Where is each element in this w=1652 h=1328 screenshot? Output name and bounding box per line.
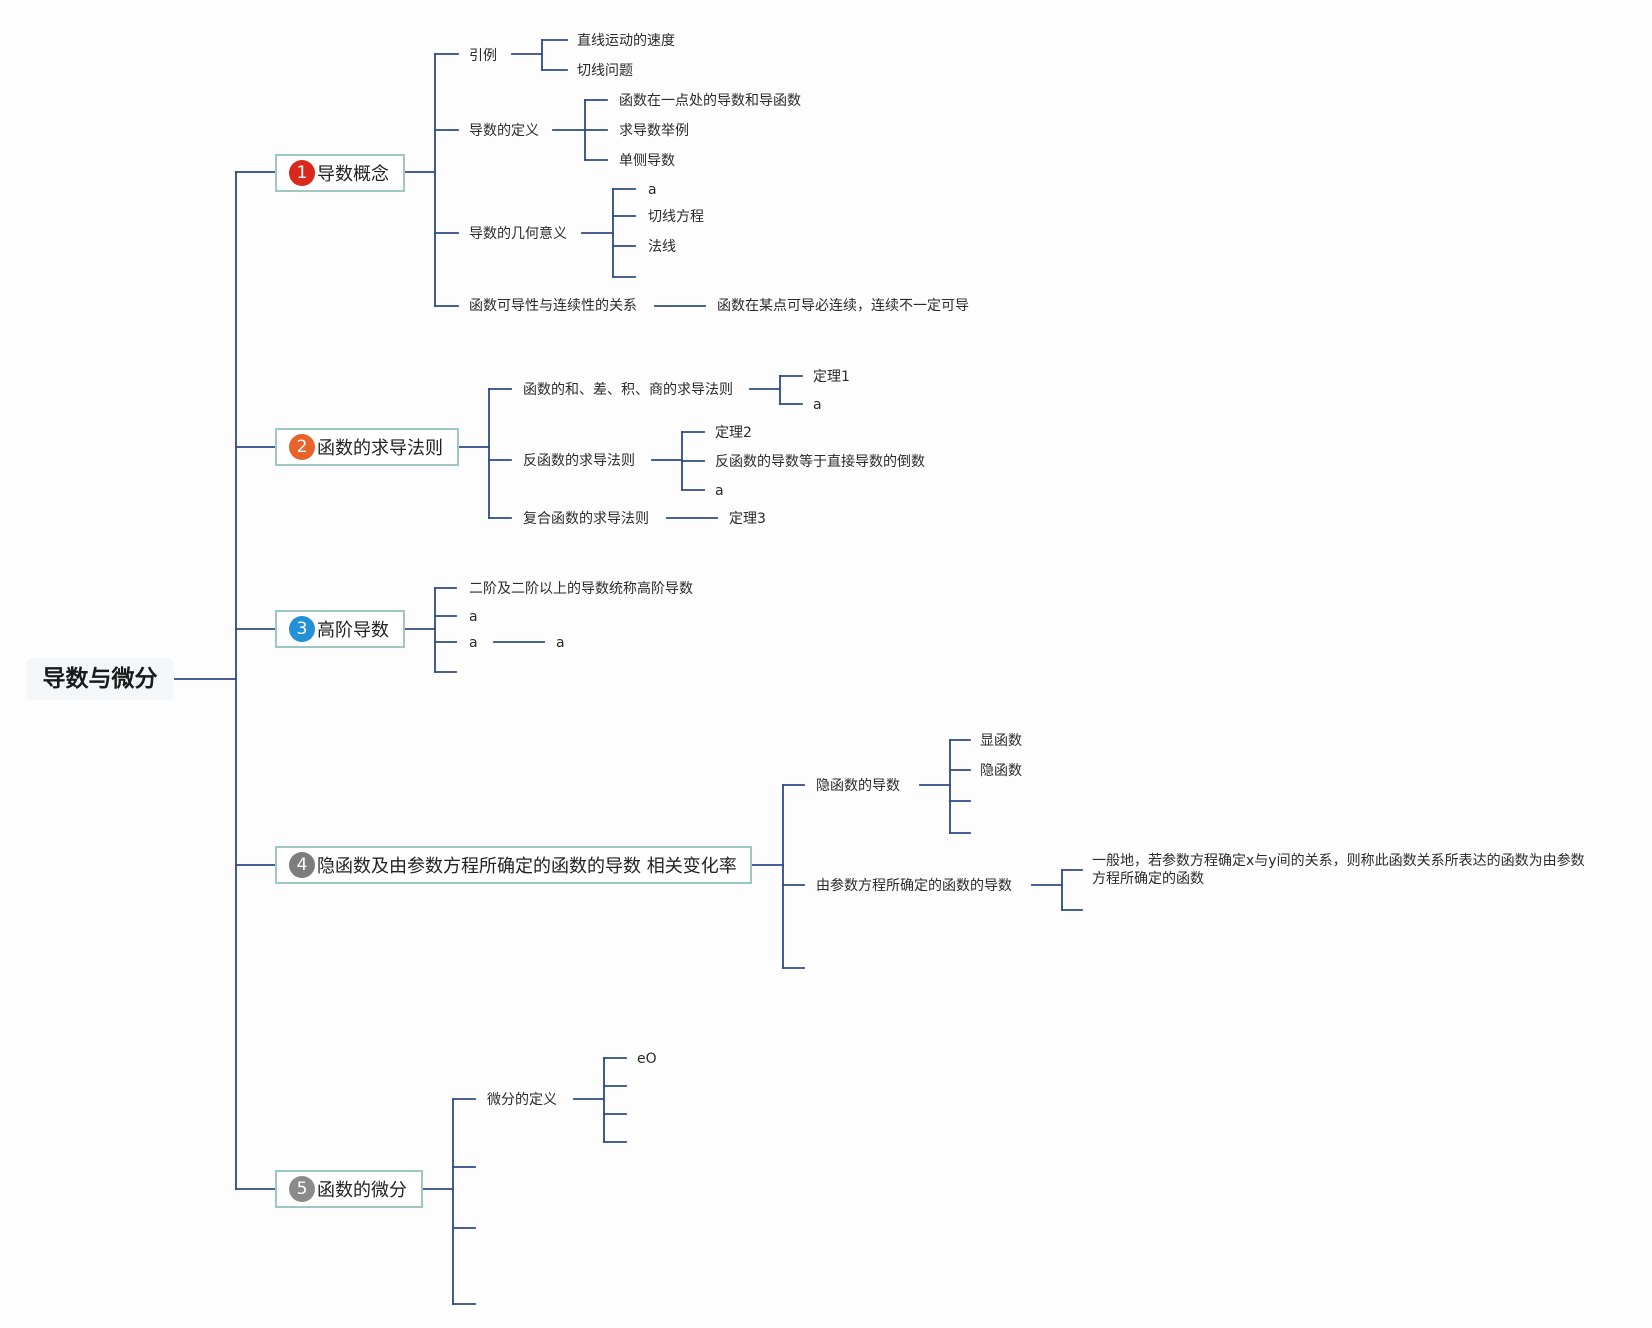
topic-1-2[interactable]: 导数的定义 [469, 123, 539, 139]
topic-1-3[interactable]: 导数的几何意义 [469, 226, 567, 242]
branch-1-node[interactable]: 1 导数概念 [275, 154, 405, 192]
number-1-badge-icon: 1 [289, 160, 315, 186]
topic-3-3[interactable]: a [469, 635, 478, 651]
topic-2-1-1[interactable]: 定理1 [813, 369, 850, 385]
branch-2-node[interactable]: 2 函数的求导法则 [275, 428, 459, 466]
root-topic[interactable]: 导数与微分 [26, 658, 174, 700]
topic-1-1-1[interactable]: 直线运动的速度 [577, 33, 675, 49]
number-5-badge-icon: 5 [289, 1176, 315, 1202]
topic-5-1-1[interactable]: eO [637, 1051, 657, 1067]
topic-2-2-2[interactable]: 反函数的导数等于直接导数的倒数 [715, 454, 925, 470]
branch-4-label: 隐函数及由参数方程所确定的函数的导数 相关变化率 [317, 856, 737, 877]
number-4-badge-icon: 4 [289, 852, 315, 878]
branch-3-node[interactable]: 3 高阶导数 [275, 610, 405, 648]
topic-2-2-3[interactable]: a [715, 483, 724, 499]
topic-3-3-1[interactable]: a [556, 635, 565, 651]
topic-1-1-2[interactable]: 切线问题 [577, 63, 633, 79]
topic-3-1[interactable]: 二阶及二阶以上的导数统称高阶导数 [469, 581, 693, 597]
topic-3-2[interactable]: a [469, 609, 478, 625]
branch-5-node[interactable]: 5 函数的微分 [275, 1170, 423, 1208]
branch-3-label: 高阶导数 [317, 620, 389, 641]
topic-1-3-2[interactable]: 切线方程 [648, 209, 704, 225]
topic-4-1-1[interactable]: 显函数 [980, 733, 1022, 749]
topic-1-3-1[interactable]: a [648, 182, 657, 198]
topic-2-2[interactable]: 反函数的求导法则 [523, 453, 635, 469]
branch-4-node[interactable]: 4 隐函数及由参数方程所确定的函数的导数 相关变化率 [275, 846, 752, 884]
branch-2-label: 函数的求导法则 [317, 438, 443, 459]
topic-2-3-1[interactable]: 定理3 [729, 511, 766, 527]
topic-4-2[interactable]: 由参数方程所确定的函数的导数 [816, 878, 1012, 894]
topic-1-3-3[interactable]: 法线 [648, 239, 676, 255]
topic-5-1[interactable]: 微分的定义 [487, 1092, 557, 1108]
branch-5-label: 函数的微分 [317, 1180, 407, 1201]
topic-1-2-1[interactable]: 函数在一点处的导数和导函数 [619, 93, 801, 109]
topic-1-1[interactable]: 引例 [469, 48, 497, 64]
topic-4-2-1[interactable]: 一般地，若参数方程确定x与y间的关系，则称此函数关系所表达的函数为由参数方程所确… [1092, 853, 1585, 887]
topic-2-2-1[interactable]: 定理2 [715, 425, 752, 441]
topic-2-1-2[interactable]: a [813, 397, 822, 413]
topic-1-4-1[interactable]: 函数在某点可导必连续，连续不一定可导 [717, 298, 969, 314]
topic-1-4[interactable]: 函数可导性与连续性的关系 [469, 298, 637, 314]
topic-1-2-3[interactable]: 单侧导数 [619, 153, 675, 169]
branch-1-label: 导数概念 [317, 164, 389, 185]
topic-2-1[interactable]: 函数的和、差、积、商的求导法则 [523, 382, 733, 398]
topic-2-3[interactable]: 复合函数的求导法则 [523, 511, 649, 527]
number-2-badge-icon: 2 [289, 434, 315, 460]
topic-1-2-2[interactable]: 求导数举例 [619, 123, 689, 139]
topic-4-1[interactable]: 隐函数的导数 [816, 778, 900, 794]
number-3-badge-icon: 3 [289, 616, 315, 642]
topic-4-1-2[interactable]: 隐函数 [980, 763, 1022, 779]
